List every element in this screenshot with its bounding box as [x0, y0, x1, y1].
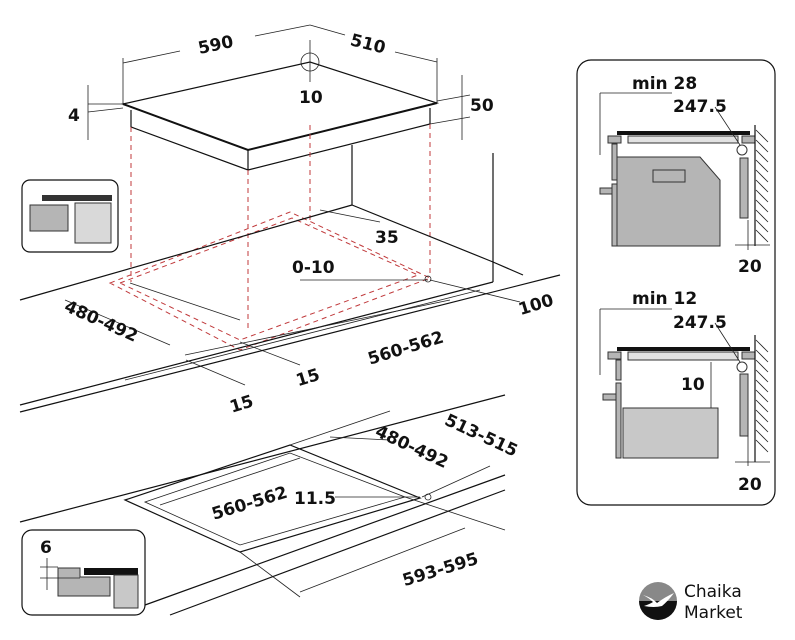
dim-cutout-width-bottom: 560-562	[209, 483, 289, 525]
dim-rear-100: 100	[516, 290, 556, 320]
dim-corner-10: 10	[299, 88, 323, 108]
inset-flush-mount	[21, 529, 146, 616]
dim-outer-depth: 513-515	[441, 410, 520, 461]
top-dimension-lines	[87, 24, 471, 140]
wall-gap-20-upper: 20	[738, 257, 762, 277]
min-28-label: min 28	[632, 74, 697, 94]
projection-lines	[108, 124, 432, 351]
countertop-bottom	[19, 394, 506, 616]
dim-recess-6: 6	[40, 538, 52, 558]
seagull-icon	[643, 593, 674, 607]
countertop-top	[19, 145, 524, 406]
logo-line2: Market	[684, 603, 743, 623]
dim-front-35: 35	[375, 228, 399, 248]
dim-cutout-depth-bottom: 480-492	[372, 422, 451, 473]
min-12-label: min 12	[632, 289, 697, 309]
radius-247-5-lower: 247.5	[673, 313, 727, 333]
dim-corner-11-5: 11.5	[294, 489, 336, 509]
logo-line1: Chaika	[684, 582, 742, 602]
dim-side-15-a: 15	[294, 365, 322, 391]
dim-cutout-depth-top: 480-492	[61, 297, 140, 347]
gap-10: 10	[681, 375, 705, 395]
chaika-market-logo: Chaika Market	[639, 582, 743, 623]
dim-height-50: 50	[470, 96, 494, 116]
dim-side-15-b: 15	[227, 392, 255, 418]
wall-gap-20-lower: 20	[738, 475, 762, 495]
dim-tolerance-0-10: 0-10	[292, 258, 335, 278]
side-section-panel	[576, 59, 776, 506]
dim-outer-width: 593-595	[400, 549, 480, 591]
dim-width-590: 590	[196, 32, 235, 59]
hob-3d	[120, 40, 440, 171]
dim-cutout-width-top: 560-562	[366, 328, 446, 370]
dim-depth-510: 510	[348, 30, 387, 58]
radius-247-5-upper: 247.5	[673, 97, 727, 117]
inset-frame-mount	[21, 179, 119, 253]
dim-glass-4: 4	[68, 106, 80, 126]
